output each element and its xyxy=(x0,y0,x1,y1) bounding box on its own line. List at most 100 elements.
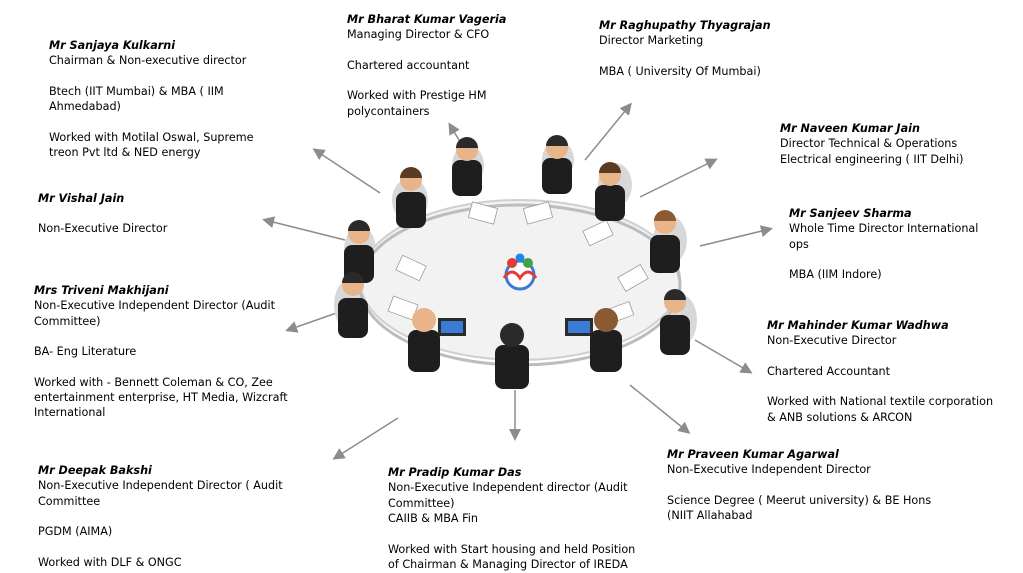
member-detail-line: polycontainers xyxy=(347,104,430,118)
member-name: Mr Naveen Kumar Jain xyxy=(780,122,920,135)
member-detail-line: Managing Director & CFO xyxy=(347,28,490,42)
member-detail-line: Ahmedabad) xyxy=(49,100,121,114)
member-detail-line: Non-Executive Director xyxy=(767,334,897,348)
member-detail-line: Committee xyxy=(38,494,101,508)
member-name: Mr Vishal Jain xyxy=(38,192,125,205)
member-card-praveen: Mr Praveen Kumar Agarwal Non-Executive I… xyxy=(667,447,957,524)
member-details: Non-Executive Independent director (Audi… xyxy=(388,480,668,572)
member-detail-line: Committee) xyxy=(34,314,101,328)
spacer xyxy=(388,527,668,542)
person xyxy=(338,272,368,338)
member-card-sanjeev: Mr Sanjeev Sharma Whole Time Director In… xyxy=(789,206,1014,283)
spacer xyxy=(49,69,309,84)
member-name: Mr Raghupathy Thyagrajan xyxy=(599,19,771,32)
member-detail-line: & ANB solutions & ARCON xyxy=(767,410,913,424)
arrow-sanjeev xyxy=(699,225,773,247)
member-detail-line: Non-Executive Independent Director ( Aud… xyxy=(38,479,283,493)
spacer xyxy=(767,349,1017,364)
board-members-figures xyxy=(338,135,690,389)
arrow-vishal xyxy=(262,216,346,241)
member-detail-line: ops xyxy=(789,237,809,251)
member-detail-line: Whole Time Director International xyxy=(789,222,979,236)
person xyxy=(396,167,426,228)
spacer xyxy=(347,43,557,58)
member-card-raghupathy: Mr Raghupathy Thyagrajan Director Market… xyxy=(599,18,799,79)
member-detail-line: Director Marketing xyxy=(599,34,704,48)
member-card-pradip: Mr Pradip Kumar Das Non-Executive Indepe… xyxy=(388,465,668,572)
arrow-praveen xyxy=(629,384,691,434)
boardroom-illustration xyxy=(334,135,697,389)
member-detail-line: Science Degree ( Meerut university) & BE… xyxy=(667,493,932,507)
person xyxy=(650,210,680,273)
member-detail-line: BA- Eng Literature xyxy=(34,345,137,359)
member-detail-line: Non-Executive Independent director (Audi… xyxy=(388,481,628,495)
member-detail-line: treon Pvt ltd & NED energy xyxy=(49,146,201,160)
arrow-naveen xyxy=(639,158,718,198)
member-detail-line: Worked with Motilal Oswal, Supreme xyxy=(49,130,254,144)
person xyxy=(590,308,622,372)
member-details: Non-Executive Director xyxy=(38,206,238,236)
member-name: Mrs Triveni Makhijani xyxy=(34,284,169,297)
person xyxy=(495,323,529,389)
member-detail-line: International xyxy=(34,406,106,420)
person xyxy=(595,162,625,221)
member-detail-line: Director Technical & Operations xyxy=(780,137,958,151)
person xyxy=(408,308,440,372)
member-detail-line: PGDM (AIMA) xyxy=(38,525,113,539)
member-detail-line: Worked with DLF & ONGC xyxy=(38,555,182,569)
member-detail-line: Committee) xyxy=(388,496,455,510)
member-detail-line: entertainment enterprise, HT Media, Wizc… xyxy=(34,391,288,405)
member-detail-line: MBA (IIM Indore) xyxy=(789,268,882,282)
member-card-bharat: Mr Bharat Kumar Vageria Managing Directo… xyxy=(347,12,557,119)
arrow-raghupathy xyxy=(584,102,632,161)
member-detail-line: Worked with Start housing and held Posit… xyxy=(388,542,636,556)
member-name: Mr Sanjeev Sharma xyxy=(789,207,912,220)
arrow-mahinder xyxy=(694,339,753,374)
member-detail-line: Chairman & Non-executive director xyxy=(49,54,247,68)
spacer xyxy=(34,329,334,344)
person xyxy=(542,135,572,194)
member-detail-line: CAIIB & MBA Fin xyxy=(388,512,478,526)
member-name: Mr Deepak Bakshi xyxy=(38,464,152,477)
member-detail-line: (NIIT Allahabad xyxy=(667,509,753,523)
member-card-deepak: Mr Deepak Bakshi Non-Executive Independe… xyxy=(38,463,328,570)
arrow-deepak xyxy=(332,417,399,460)
member-name: Mr Bharat Kumar Vageria xyxy=(347,13,507,26)
member-details: Non-Executive Independent Director ( Aud… xyxy=(38,478,328,570)
spacer xyxy=(767,379,1017,394)
spacer xyxy=(49,115,309,130)
member-detail-line: Chartered Accountant xyxy=(767,364,891,378)
member-details: Non-Executive Independent Director (Audi… xyxy=(34,298,334,420)
member-detail-line: Worked with - Bennett Coleman & CO, Zee xyxy=(34,375,273,389)
member-card-sanjaya: Mr Sanjaya Kulkarni Chairman & Non-execu… xyxy=(49,38,309,160)
person xyxy=(452,137,482,196)
member-card-triveni: Mrs Triveni Makhijani Non-Executive Inde… xyxy=(34,283,334,421)
member-detail-line: Worked with National textile corporation xyxy=(767,395,994,409)
member-detail-line: Non-Executive Director xyxy=(38,222,168,236)
member-name: Mr Mahinder Kumar Wadhwa xyxy=(767,319,949,332)
member-detail-line: MBA ( University Of Mumbai) xyxy=(599,64,761,78)
member-detail-line: Worked with Prestige HM xyxy=(347,89,487,103)
member-detail-line: Btech (IIT Mumbai) & MBA ( IIM xyxy=(49,84,224,98)
member-name: Mr Pradip Kumar Das xyxy=(388,466,522,479)
member-name: Mr Sanjaya Kulkarni xyxy=(49,39,176,52)
member-card-naveen: Mr Naveen Kumar Jain Director Technical … xyxy=(780,121,1010,167)
member-name: Mr Praveen Kumar Agarwal xyxy=(667,448,839,461)
member-card-mahinder: Mr Mahinder Kumar Wadhwa Non-Executive D… xyxy=(767,318,1017,425)
spacer xyxy=(789,252,1014,267)
member-detail-line: Non-Executive Independent Director (Audi… xyxy=(34,299,276,313)
member-detail-line: Non-Executive Independent Director xyxy=(667,463,871,477)
member-detail-line: of Chairman & Managing Director of IREDA xyxy=(388,558,628,572)
laptops xyxy=(438,318,593,336)
spacer xyxy=(38,540,328,555)
member-detail-line: Electrical engineering ( IIT Delhi) xyxy=(780,152,964,166)
person xyxy=(660,289,690,355)
spacer xyxy=(38,509,328,524)
spacer xyxy=(599,49,799,64)
